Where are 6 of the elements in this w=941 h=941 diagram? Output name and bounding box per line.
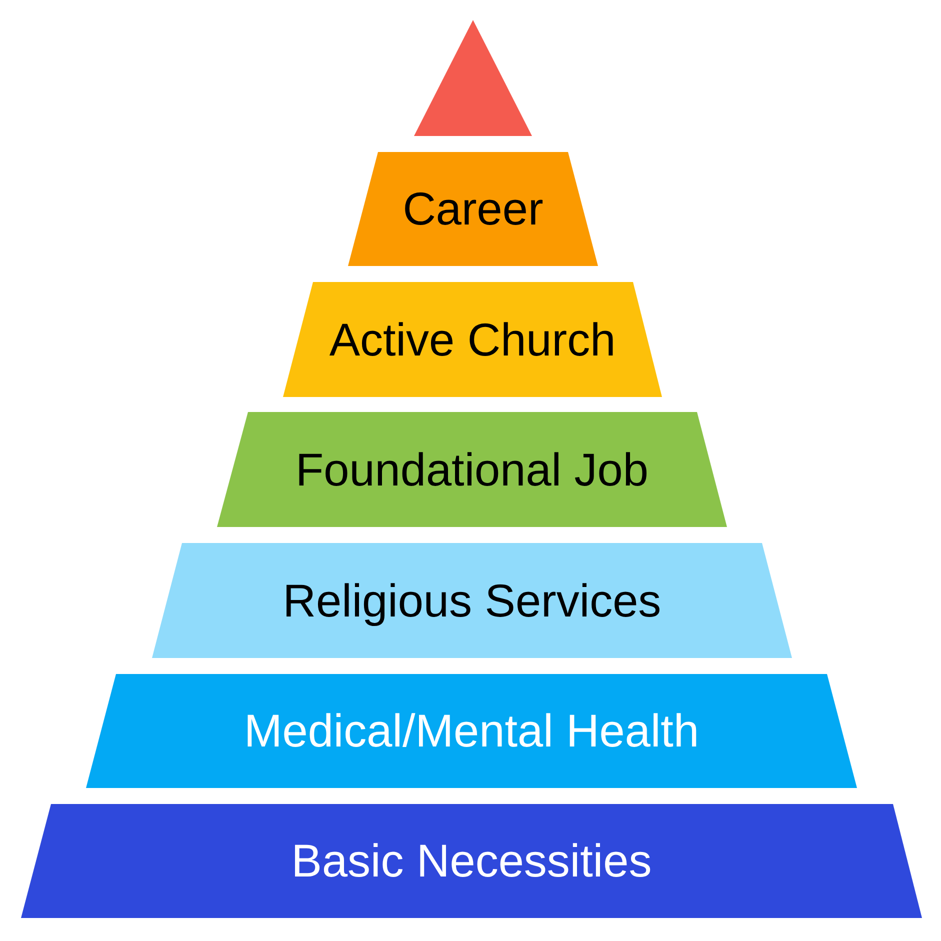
tier-label: Active Church [328, 314, 617, 365]
tier-label: Career [402, 184, 544, 234]
tier-label: Medical/Mental Health [242, 706, 700, 756]
tier-label: Basic Necessities [290, 836, 653, 886]
tier-label: Foundational Job [294, 444, 650, 495]
tier-label: Religious Services [282, 575, 662, 626]
